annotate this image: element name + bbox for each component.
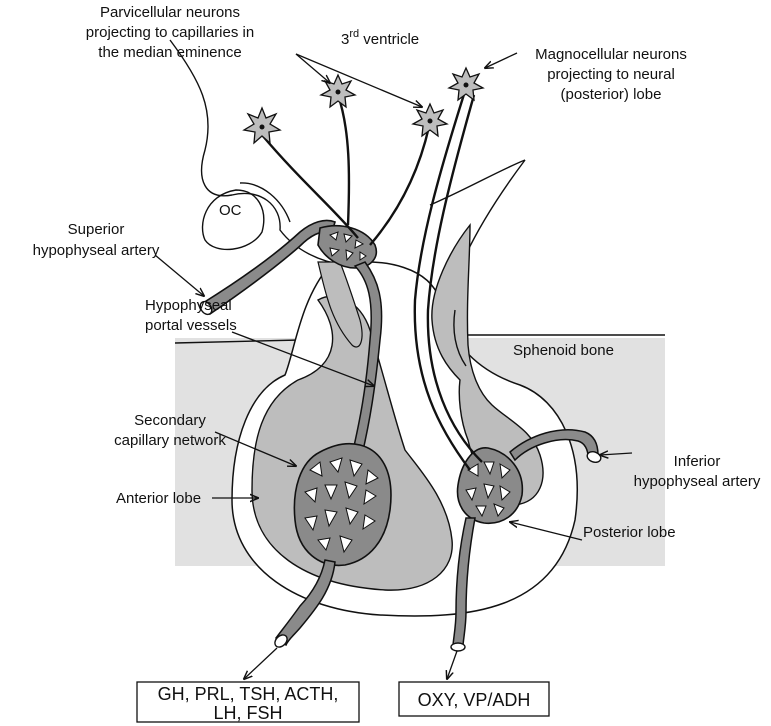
label-parvicellular-line3: the median eminence — [98, 44, 241, 61]
pointer-magnocellular — [485, 53, 517, 68]
label-secondary-capillary-line1: Secondary — [134, 412, 206, 429]
label-parvicellular-line2: projecting to capillaries in — [86, 24, 254, 41]
label-superior-artery-line1: Superior — [68, 221, 125, 238]
posterior-hormones-label: OXY, VP/ADH — [418, 690, 531, 710]
pointer-parvicellular-b — [296, 54, 422, 107]
label-portal-vessels-line2: portal vessels — [145, 317, 237, 334]
label-magnocellular-line1: Magnocellular neurons — [535, 46, 687, 63]
parvicellular-neuron-1 — [244, 108, 280, 143]
label-inferior-artery-line2: hypophyseal artery — [634, 473, 761, 490]
label-magnocellular-line3: (posterior) lobe — [561, 86, 662, 103]
label-superior-artery: Superior hypophyseal artery — [33, 221, 160, 259]
magnocellular-neuron — [449, 68, 483, 100]
label-magnocellular-line2: projecting to neural — [547, 66, 675, 83]
label-oc: OC — [219, 202, 242, 219]
label-superior-artery-line2: hypophyseal artery — [33, 242, 160, 259]
label-anterior-lobe: Anterior lobe — [116, 490, 201, 507]
label-secondary-capillary-line2: capillary network — [114, 432, 226, 449]
label-sphenoid-bone: Sphenoid bone — [513, 342, 614, 359]
pointer-posterior-hormones — [447, 651, 457, 679]
label-portal-vessels-line1: Hypophyseal — [145, 297, 232, 314]
anterior-hormones-line2: LH, FSH — [213, 703, 282, 723]
pointer-anterior-hormones — [244, 648, 277, 679]
label-parvicellular: Parvicellular neurons projecting to capi… — [86, 4, 254, 61]
label-magnocellular: Magnocellular neurons projecting to neur… — [535, 46, 687, 103]
posterior-hormones-box: OXY, VP/ADH — [399, 682, 549, 716]
optic-chiasm — [203, 190, 264, 249]
label-portal-vessels: Hypophyseal portal vessels — [145, 297, 237, 334]
anterior-hormones-box: GH, PRL, TSH, ACTH, LH, FSH — [137, 682, 359, 723]
label-third-ventricle: 3rd ventricle — [341, 28, 419, 48]
label-parvicellular-line1: Parvicellular neurons — [100, 4, 240, 21]
pointer-parvicellular-a — [296, 54, 330, 83]
label-inferior-artery-line1: Inferior — [674, 453, 721, 470]
pointer-superior-artery — [155, 255, 204, 296]
label-posterior-lobe: Posterior lobe — [583, 524, 676, 541]
parvicellular-neuron-3 — [413, 104, 447, 136]
anterior-hormones-line1: GH, PRL, TSH, ACTH, — [158, 684, 339, 704]
